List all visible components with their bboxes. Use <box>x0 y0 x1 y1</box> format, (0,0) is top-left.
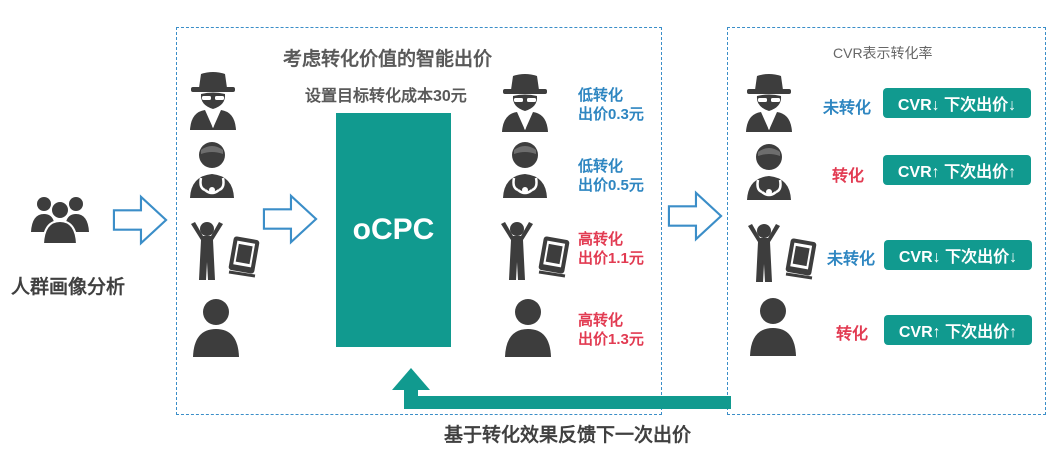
doctor-icon <box>744 140 794 200</box>
conversion-level: 低转化 <box>578 87 624 104</box>
doctor-icon <box>187 138 237 198</box>
crowd-analysis-label: 人群画像分析 <box>11 277 126 298</box>
cvr-action-text: CVR↓ 下次出价↓ <box>898 249 1018 266</box>
conversion-status: 转化 <box>836 326 869 343</box>
cvr-action-badge: CVR↓ 下次出价↓ <box>883 88 1031 118</box>
bidding-panel <box>176 27 662 415</box>
conversion-status: 未转化 <box>827 251 876 268</box>
cvr-action-badge: CVR↑ 下次出价↑ <box>883 155 1031 185</box>
hollow-arrow-icon <box>262 193 318 245</box>
bid-amount: 出价0.5元 <box>578 177 644 194</box>
feedback-panel <box>727 27 1046 415</box>
bid-amount: 出价1.1元 <box>578 250 644 267</box>
cvr-caption: CVR表示转化率 <box>833 45 933 61</box>
ocpc-engine-box: oCPC <box>336 113 451 347</box>
conversion-status: 转化 <box>832 168 865 185</box>
cvr-action-text: CVR↑ 下次出价↑ <box>897 164 1017 181</box>
bid-amount: 出价1.3元 <box>578 331 644 348</box>
conversion-level: 低转化 <box>578 158 624 175</box>
feedback-label: 基于转化效果反馈下一次出价 <box>444 425 692 446</box>
person-icon <box>191 297 241 357</box>
spy-icon <box>188 70 238 130</box>
bid-label: 高转化 出价1.3元 <box>578 311 644 349</box>
cvr-action-text: CVR↓ 下次出价↓ <box>897 97 1017 114</box>
panel-title: 考虑转化价值的智能出价 <box>283 49 493 70</box>
bid-label: 高转化 出价1.1元 <box>578 230 644 268</box>
bid-amount: 出价0.3元 <box>578 106 644 123</box>
hollow-arrow-icon <box>667 190 723 242</box>
bid-label: 低转化 出价0.3元 <box>578 86 644 124</box>
conversion-level: 高转化 <box>578 231 624 248</box>
conversion-status: 未转化 <box>823 100 872 117</box>
bid-label: 低转化 出价0.5元 <box>578 157 644 195</box>
child-reader-icon <box>497 220 572 280</box>
person-icon <box>748 296 798 356</box>
doctor-icon <box>500 138 550 198</box>
target-cost-label: 设置目标转化成本30元 <box>305 88 467 105</box>
cvr-action-text: CVR↑ 下次出价↑ <box>898 324 1018 341</box>
person-icon <box>503 297 553 357</box>
spy-icon <box>500 72 550 132</box>
feedback-arrow <box>392 368 731 409</box>
child-reader-icon <box>187 220 262 280</box>
hollow-arrow-icon <box>112 194 168 246</box>
cvr-action-badge: CVR↑ 下次出价↑ <box>884 315 1032 345</box>
spy-icon <box>744 72 794 132</box>
ocpc-label: oCPC <box>352 213 435 246</box>
child-reader-icon <box>744 222 819 282</box>
cvr-action-badge: CVR↓ 下次出价↓ <box>884 240 1032 270</box>
conversion-level: 高转化 <box>578 312 624 329</box>
group-icon <box>30 192 90 244</box>
